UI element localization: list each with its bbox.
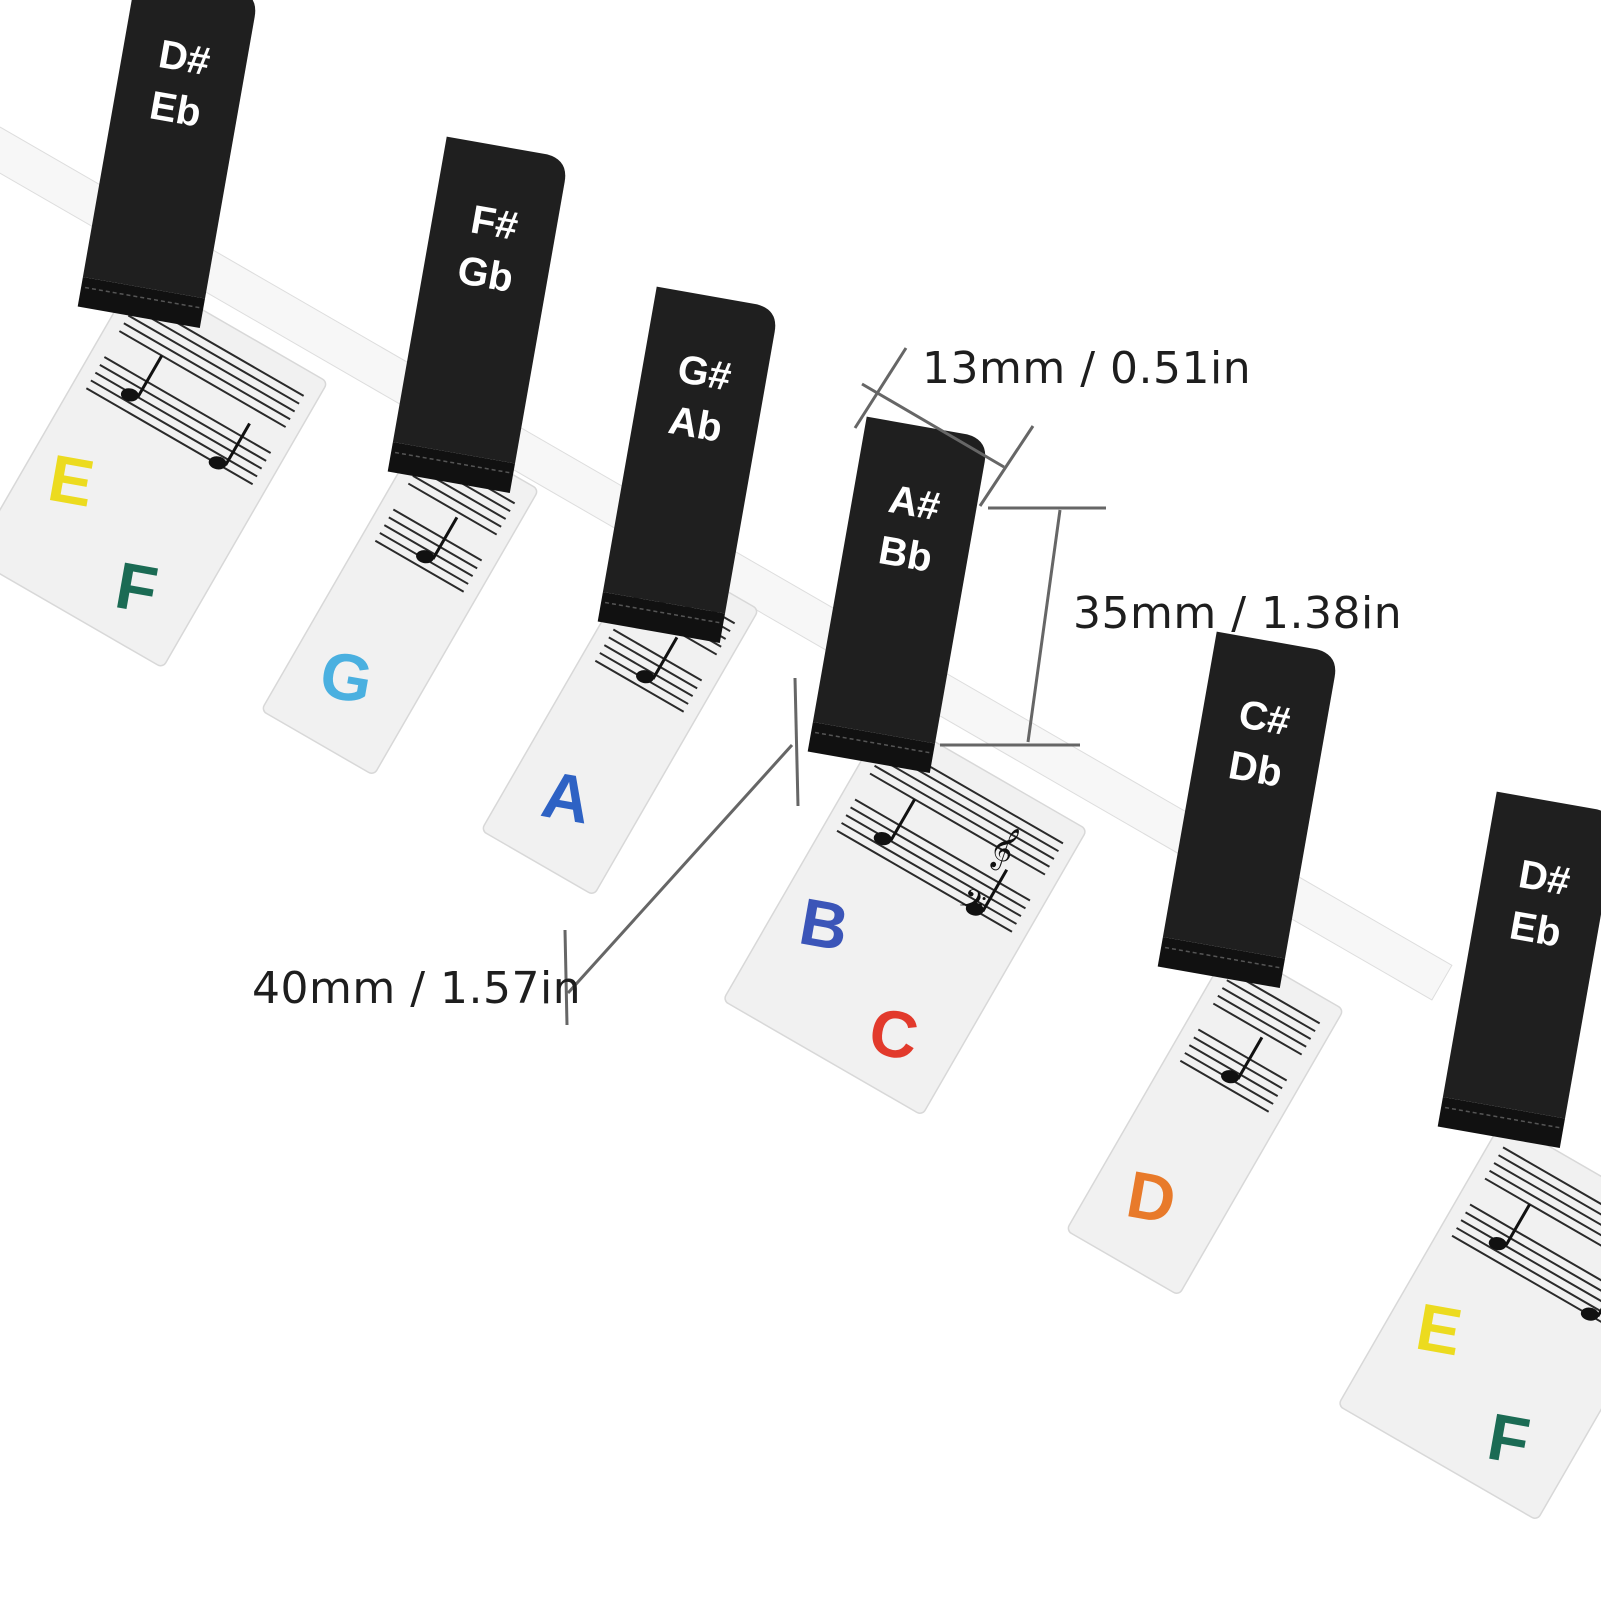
white-key-card: EF [0, 273, 327, 667]
black-key-tab: G#Ab [597, 286, 776, 644]
black-key-height-label: 35mm / 1.38in [1073, 588, 1403, 639]
black-key-tab: D#Eb [77, 0, 256, 329]
white-key-card: D [1067, 946, 1343, 1294]
black-key-flat-label: Eb [1506, 903, 1564, 955]
black-key-sharp-label: C# [1235, 692, 1293, 744]
black-key-tab: C#Db [1157, 631, 1336, 989]
quarter-note-icon [1488, 1203, 1531, 1251]
black-key-flat-label: Eb [146, 83, 204, 135]
white-key-card: EF [1339, 1121, 1601, 1519]
white-key-letter-g: G [315, 636, 378, 718]
black-key-width-label: 13mm / 0.51in [922, 343, 1252, 394]
quarter-note-icon [120, 354, 164, 402]
quarter-note-icon [1221, 1036, 1264, 1084]
black-key-sharp-label: G# [674, 347, 734, 400]
quarter-note-icon [873, 798, 916, 846]
dimension-lines [563, 347, 1106, 1026]
quarter-note-icon [965, 869, 1009, 916]
quarter-note-icon [1580, 1274, 1601, 1321]
black-key-flat-label: Db [1225, 743, 1285, 796]
black-key-tab: A#Bb [807, 416, 986, 774]
black-key-sharp-label: A# [885, 477, 943, 529]
black-key-flat-label: Ab [665, 398, 725, 451]
black-key-tab: D#Eb [1437, 791, 1601, 1149]
white-key-card: G [262, 426, 538, 774]
white-key-length-label: 40mm / 1.57in [252, 963, 582, 1014]
black-key-sharp-label: D# [1515, 852, 1573, 904]
quarter-note-icon [208, 422, 251, 470]
quarter-note-icon [416, 516, 459, 564]
quarter-note-icon [636, 636, 679, 684]
black-key-flat-label: Bb [875, 528, 935, 581]
black-key-sharp-label: F# [468, 198, 522, 249]
white-key-card: 𝄞𝄢BC [724, 716, 1086, 1114]
black-key-sharp-label: D# [155, 32, 213, 84]
black-key-flat-label: Gb [454, 248, 516, 301]
black-key-tab: F#Gb [387, 136, 566, 494]
